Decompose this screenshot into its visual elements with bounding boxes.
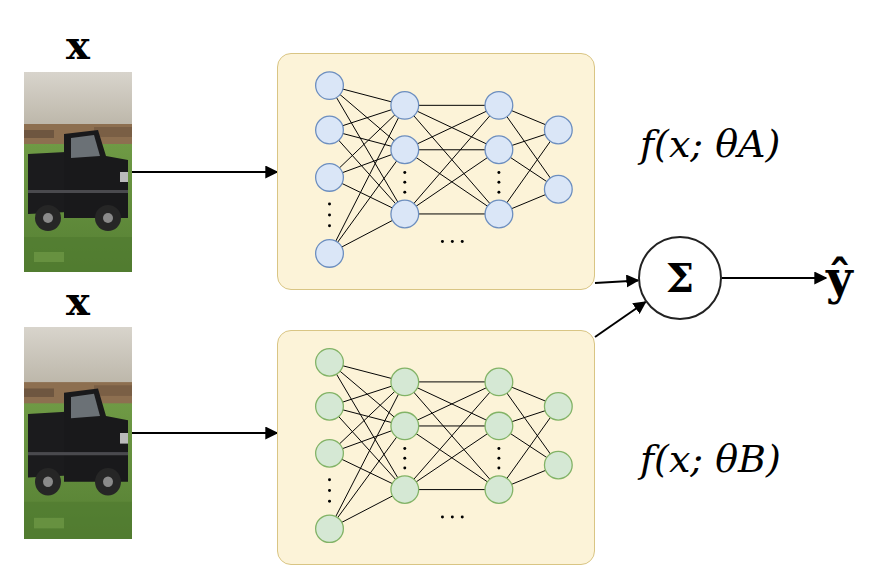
arrow-connector (132, 171, 277, 173)
arrow-connector (132, 432, 277, 434)
input-label: x (24, 275, 132, 327)
sum-circle: Σ (638, 236, 722, 320)
function-label: f(x; θB) (640, 437, 781, 481)
input-label: x (24, 18, 132, 72)
input-image: x (24, 18, 132, 272)
network-box: f(x; θB) (277, 330, 595, 565)
output-symbol: ŷ (826, 253, 853, 304)
neural-network (278, 331, 593, 563)
image-frame (24, 327, 132, 539)
input-image: x (24, 275, 132, 539)
sum-symbol: Σ (666, 258, 694, 298)
truck-photo (24, 72, 132, 272)
network-box: f(x; θA) (277, 53, 595, 290)
arrow-connector (595, 302, 646, 337)
image-frame (24, 72, 132, 272)
truck-photo (24, 327, 132, 539)
arrow-connector (595, 280, 638, 282)
output-label: ŷ (826, 253, 853, 304)
neural-network (278, 54, 593, 288)
function-label: f(x; θA) (640, 122, 780, 166)
arrow-connector (722, 277, 826, 279)
